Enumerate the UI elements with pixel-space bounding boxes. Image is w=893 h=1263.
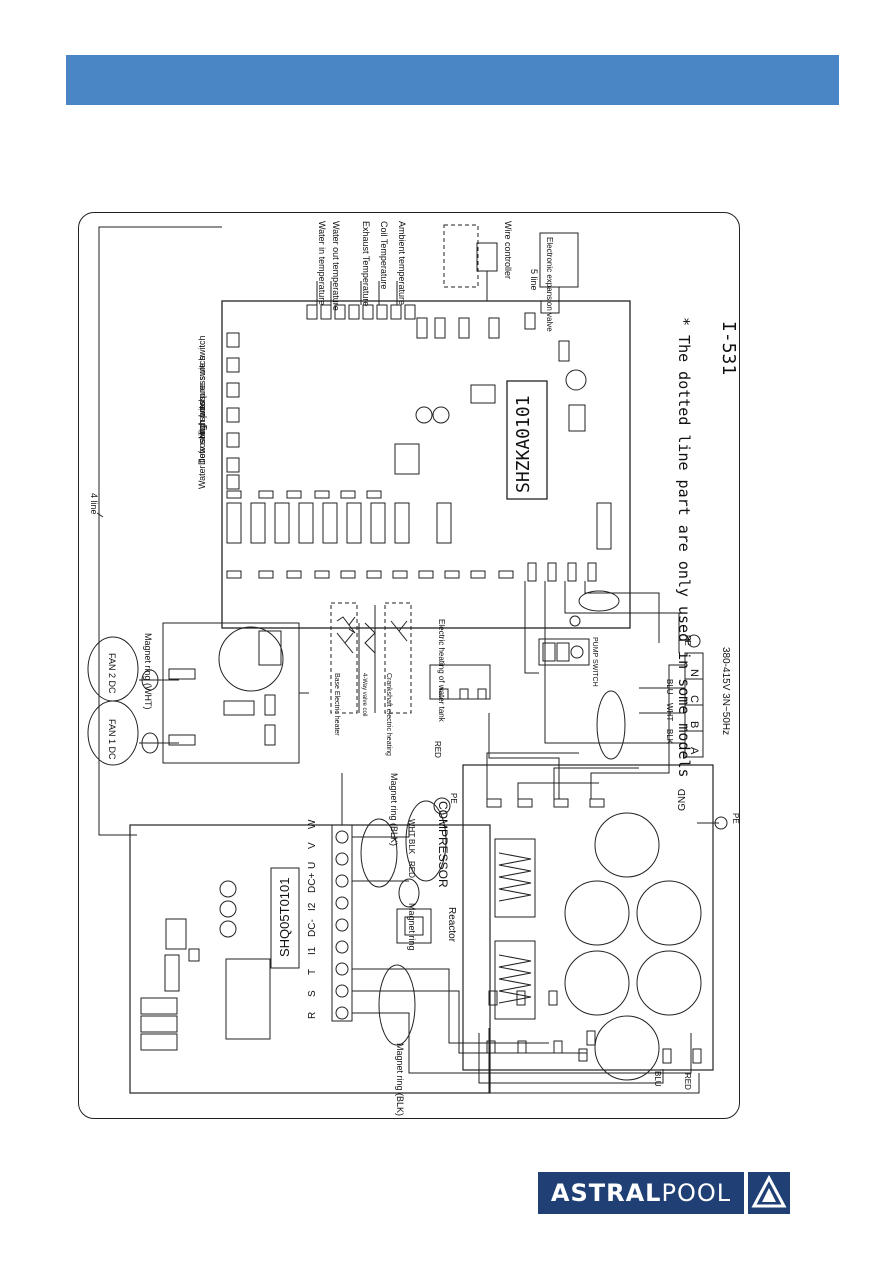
pe-label-3: PE xyxy=(449,793,458,804)
fan-1-circle xyxy=(87,700,139,766)
sensor-5: Ambient temperature xyxy=(397,221,407,305)
power-supply-label: 380-415V 3N~50Hz xyxy=(720,647,731,735)
logo-text-light: POOL xyxy=(661,1179,732,1207)
crankshaft-label: Crankshaft electric heating xyxy=(385,673,392,756)
wire-color-labels: RED BLK WHT BLU RED BLK WHT RED BLU xyxy=(407,679,692,1090)
wire-wht-2: WHT xyxy=(407,819,416,837)
terminal-b: B xyxy=(688,721,700,728)
wiring-diagram-svg: SHZKA0101 SHQ05T0101 I-531 * The dotted … xyxy=(87,221,740,1116)
fan-board-circle xyxy=(218,626,284,692)
terminal-a: A xyxy=(688,747,700,755)
sensor-2: Water out temperature xyxy=(331,221,341,311)
page-code: I-531 xyxy=(718,321,739,375)
pump-switch-label: PUMP SWITCH xyxy=(591,637,598,687)
switch-4: Low pressure switch xyxy=(197,335,207,417)
sensor-connectors xyxy=(306,304,570,362)
fan-board xyxy=(162,622,300,764)
wire-red-2: RED xyxy=(407,861,416,878)
switch-connectors xyxy=(226,332,240,490)
fan-2-label: FAN 2 DC xyxy=(107,653,117,694)
terminal-letters: A B C N xyxy=(688,669,700,755)
compressor-label: COMPRESSOR xyxy=(436,801,450,888)
inv-u: U xyxy=(307,862,318,869)
reactor xyxy=(396,908,432,944)
board-labels: SHZKA0101 SHQ05T0101 I-531 * The dotted … xyxy=(89,221,740,1116)
relay-row xyxy=(226,502,452,544)
base-heater-box xyxy=(330,602,358,714)
five-line-label: 5 line xyxy=(529,269,539,291)
terminal-c: C xyxy=(688,695,700,703)
inverter-terminal-row xyxy=(331,824,353,1022)
switch-3: High pressure switch xyxy=(197,355,207,439)
dotted-note: * The dotted line part are only used in … xyxy=(675,317,693,778)
sensor-leads xyxy=(316,281,398,305)
magnet-ring-top xyxy=(578,590,620,612)
sensor-1: Water in temperature xyxy=(317,221,327,305)
k21-relay xyxy=(225,958,271,1040)
inverter-terminal-labels: R S T I1 DC- I2 DC+ U V W xyxy=(307,819,318,1019)
fan-1-label: FAN 1 DC xyxy=(107,719,117,760)
compressor-ring xyxy=(405,800,447,882)
wire-blk: BLK xyxy=(665,729,674,745)
logo-wordmark: ASTRALPOOL xyxy=(538,1172,744,1214)
logo-mark-icon xyxy=(748,1172,790,1214)
magnet-ring-lower-label: Magnet ring (BLK) xyxy=(395,1043,405,1116)
wiring-diagram: SHZKA0101 SHQ05T0101 I-531 * The dotted … xyxy=(78,212,740,1119)
sensor-4: Coil Temperature xyxy=(379,221,389,289)
inv-i2: I2 xyxy=(307,902,318,911)
inv-r: R xyxy=(307,1012,318,1019)
pe-label-2: PE xyxy=(731,813,740,824)
base-heater-label: Base Electric heater xyxy=(333,673,340,736)
four-line-wire xyxy=(98,226,222,836)
wifi-dotted-box xyxy=(443,224,479,288)
crankshaft-box xyxy=(384,602,412,714)
inv-w: W xyxy=(307,819,318,829)
logo-text-bold: ASTRAL xyxy=(550,1179,662,1207)
inv-dcp: DC+ xyxy=(307,873,318,893)
magnet-ring-main xyxy=(596,690,626,760)
wire-red: RED xyxy=(433,741,442,758)
wire-blu-2: BLU xyxy=(653,1071,662,1087)
switch-2: Defrosting switch xyxy=(197,396,207,465)
inverter-board-code: SHQ05T0101 xyxy=(277,878,292,958)
header-bar xyxy=(66,55,839,105)
wire-blk-2: BLK xyxy=(407,839,416,855)
magnet-ring-wht-label: Magnet ring (WHT) xyxy=(143,633,153,710)
magnet-ring-label: Magnet ring xyxy=(407,903,417,951)
four-line-label: 4 line xyxy=(89,493,99,515)
inv-t: T xyxy=(307,969,318,975)
valve-coil-label: 4-Way valve coil xyxy=(361,673,367,716)
inv-i1: I1 xyxy=(307,946,318,955)
pump-switch xyxy=(538,638,590,666)
inv-s: S xyxy=(307,990,318,997)
out-connectors xyxy=(226,490,514,579)
wire-red-3: RED xyxy=(683,1073,692,1090)
main-board-code: SHZKA0101 xyxy=(513,395,534,493)
inductor-1 xyxy=(494,838,536,918)
switch-1: Water flow switch xyxy=(197,419,207,489)
pe-label-1: PE xyxy=(683,635,692,646)
electric-heating-label: Electric heating of water tank xyxy=(437,619,446,723)
magnet-ring-blk-label: Magnet ring (BLK) xyxy=(389,773,399,846)
wire-controller-box xyxy=(476,242,498,272)
main-board xyxy=(221,300,631,629)
main-chip xyxy=(506,380,548,500)
wire-wht: WHT xyxy=(665,703,674,721)
eev-label: Electronic expansion valve xyxy=(545,237,554,332)
sensor-3: Exhaust Temperature xyxy=(361,221,371,306)
wire-blu: BLU xyxy=(665,679,674,695)
shq-chip xyxy=(270,867,300,969)
inv-dcm: DC- xyxy=(307,919,318,937)
wire-controller-label: Wire controller xyxy=(503,221,513,279)
reactor-label: Reactor xyxy=(446,907,457,943)
gnd-label: GND xyxy=(677,789,688,811)
inverter-board-area xyxy=(129,824,491,1094)
power-module xyxy=(462,764,714,1071)
astralpool-logo: ASTRALPOOL xyxy=(538,1172,790,1214)
terminal-n: N xyxy=(688,669,700,677)
inductor-2 xyxy=(494,940,536,1020)
inv-v: V xyxy=(307,842,318,849)
